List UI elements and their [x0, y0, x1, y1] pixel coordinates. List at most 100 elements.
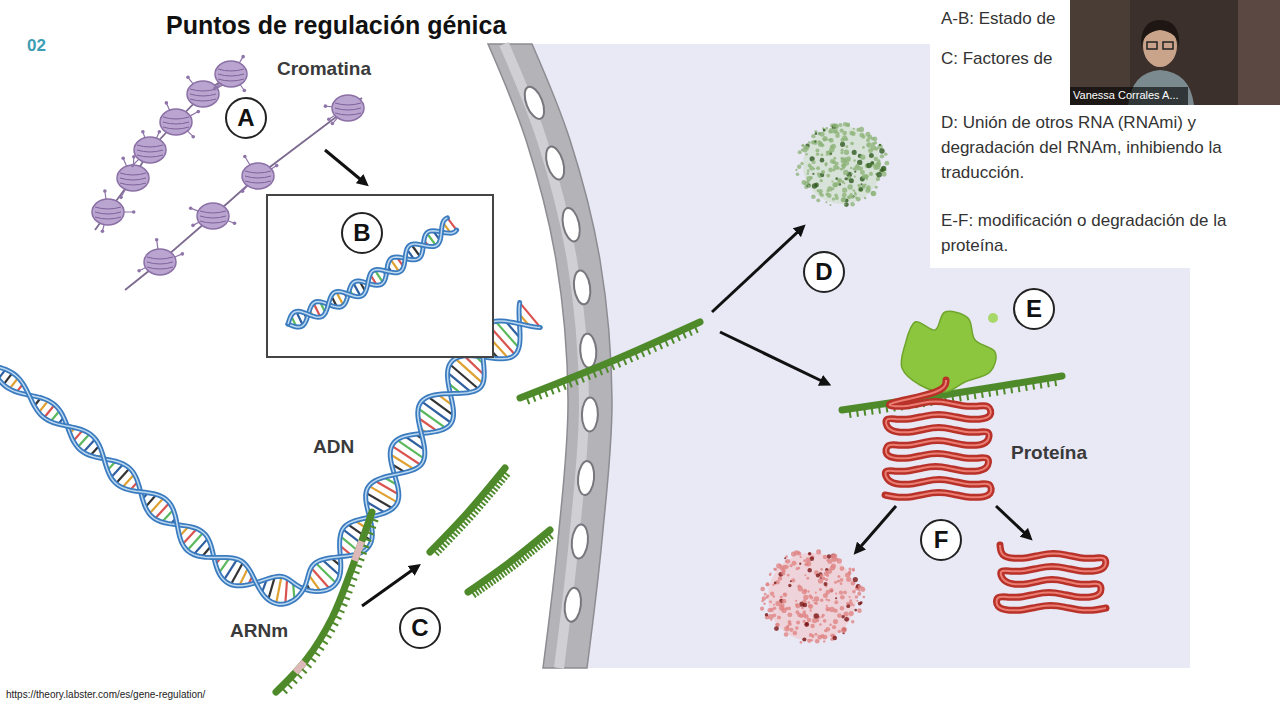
- chromatin: [95, 212, 121, 214]
- chromatin: [332, 95, 364, 121]
- degraded-protein: [786, 626, 789, 629]
- degraded-mrna: [808, 141, 811, 144]
- note-text: E-F: modificación o degradación de la pr…: [941, 208, 1271, 258]
- degraded-mrna: [844, 202, 849, 207]
- callout-circle: B: [341, 212, 383, 254]
- chromatin: [120, 173, 146, 175]
- mrna-strand: [481, 502, 486, 506]
- chromatin: [163, 127, 189, 129]
- degraded-protein: [816, 619, 819, 622]
- mrna-strand: [606, 367, 608, 373]
- degraded-protein: [848, 567, 851, 570]
- degraded-mrna: [817, 172, 820, 175]
- mrna-strand: [468, 530, 550, 592]
- degraded-mrna: [835, 162, 839, 166]
- degraded-mrna: [833, 130, 837, 134]
- degraded-mrna: [833, 183, 837, 187]
- degraded-protein: [783, 593, 787, 597]
- degraded-protein: [814, 596, 820, 602]
- mrna-strand: [533, 396, 535, 402]
- mrna-strand: [463, 522, 467, 526]
- degraded-protein: [773, 568, 775, 570]
- mrna-strand: [666, 341, 668, 346]
- chromatin: [215, 61, 247, 87]
- degraded-mrna: [826, 174, 830, 178]
- degraded-mrna: [866, 178, 868, 180]
- degraded-protein: [802, 637, 806, 641]
- degraded-protein: [774, 581, 777, 584]
- mrna-strand: [493, 487, 498, 491]
- chromatin: [190, 99, 216, 101]
- mrna-strand: [298, 674, 302, 678]
- chromatin: [200, 216, 226, 218]
- degraded-protein: [790, 580, 792, 582]
- chromatin: [147, 257, 173, 259]
- degraded-protein: [792, 561, 797, 566]
- degraded-protein: [832, 625, 836, 629]
- dna-helix: [397, 440, 424, 459]
- degraded-protein: [764, 593, 767, 596]
- degraded-mrna: [825, 127, 828, 130]
- mrna-strand: [495, 484, 500, 488]
- degraded-protein: [787, 574, 790, 577]
- mrna-strand: [466, 519, 470, 523]
- degraded-protein: [760, 587, 765, 592]
- mrna-strand: [359, 558, 365, 560]
- degraded-mrna: [840, 151, 843, 154]
- degraded-mrna: [811, 140, 815, 144]
- degraded-mrna: [871, 142, 875, 146]
- chromatin: [335, 108, 361, 110]
- chromatin: [335, 103, 361, 105]
- mrna-strand: [445, 541, 449, 545]
- degraded-mrna: [805, 153, 807, 155]
- degraded-protein: [766, 594, 769, 597]
- chromatin: [163, 122, 189, 124]
- degraded-protein: [834, 600, 838, 604]
- mrna-strand: [478, 589, 481, 594]
- dna-helix: [285, 578, 287, 603]
- degraded-protein: [844, 617, 849, 622]
- degraded-protein: [837, 613, 842, 618]
- mrna-strand: [443, 543, 447, 547]
- callout-letter: A: [237, 106, 254, 130]
- degraded-protein: [840, 578, 844, 582]
- degraded-protein: [768, 614, 774, 620]
- degraded-protein: [788, 584, 791, 587]
- callout-letter: B: [353, 221, 370, 245]
- mrna-strand: [500, 479, 505, 483]
- degraded-protein: [817, 635, 822, 640]
- degraded-mrna: [852, 168, 855, 171]
- degraded-mrna: [829, 204, 831, 206]
- mrna-strand: [326, 635, 331, 638]
- degraded-protein: [795, 603, 800, 608]
- degraded-protein: [801, 607, 804, 610]
- degraded-protein: [825, 598, 827, 600]
- mrna-strand: [871, 409, 874, 415]
- degraded-mrna: [814, 141, 816, 143]
- degraded-mrna: [849, 131, 853, 135]
- presenter-name: Vanessa Corrales A...: [1073, 89, 1179, 102]
- folded-protein: [997, 545, 1106, 610]
- dna-helix: [418, 408, 446, 428]
- mrna-strand: [435, 551, 439, 555]
- arrow: [362, 566, 418, 606]
- degraded-protein: [857, 592, 861, 596]
- degraded-protein: [806, 557, 811, 562]
- webcam-overlay: [1163, 42, 1173, 49]
- mrna-strand: [878, 408, 881, 414]
- degraded-protein: [796, 620, 800, 624]
- mrna-strand: [536, 545, 540, 550]
- chromatin: [120, 178, 146, 180]
- degraded-protein: [858, 602, 862, 606]
- degraded-protein: [822, 614, 825, 617]
- dna-helix: [83, 439, 95, 452]
- degraded-mrna: [869, 172, 873, 176]
- degraded-mrna: [837, 179, 840, 182]
- mrna-strand: [276, 512, 372, 692]
- inset-box: [267, 195, 493, 357]
- nuclear-envelope: [579, 333, 597, 368]
- chromatin: [131, 164, 135, 168]
- mrna-strand: [356, 565, 362, 567]
- mrna-strand: [512, 565, 516, 570]
